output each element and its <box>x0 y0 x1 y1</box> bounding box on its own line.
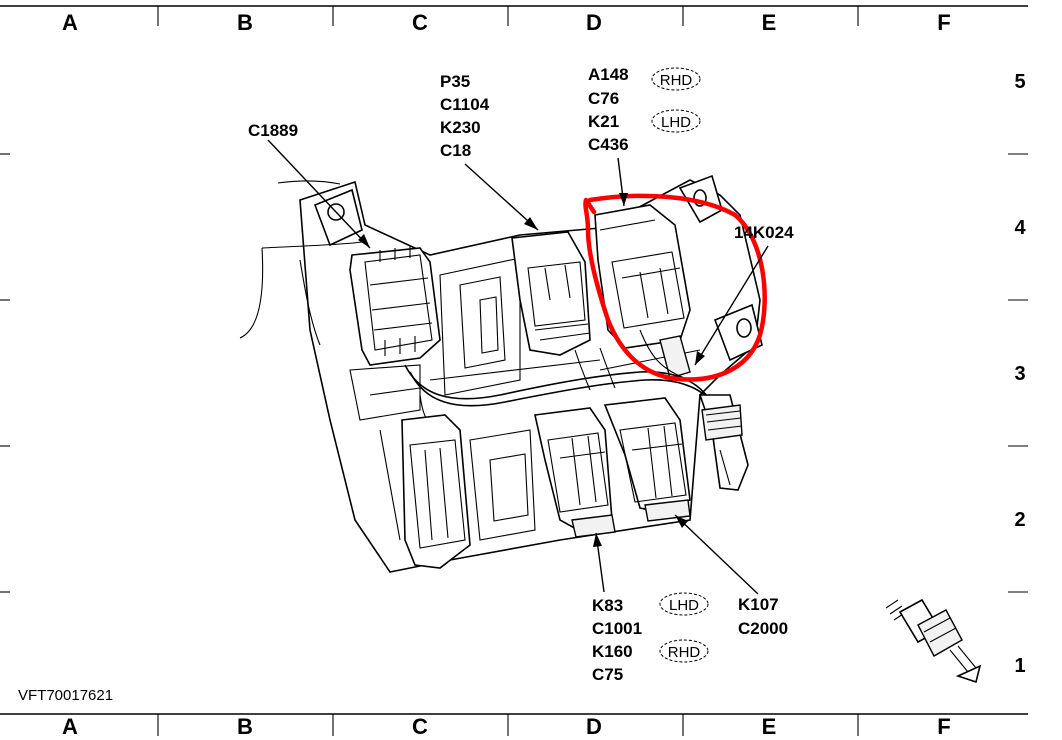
lhd-badge: LHD <box>669 597 699 614</box>
callout-k107-group: K107 C2000 <box>738 595 788 638</box>
callout-label: C436 <box>588 135 629 154</box>
grid-column-label: C <box>412 10 428 35</box>
lhd-badge: LHD <box>661 114 691 131</box>
grid-column-label: C <box>412 714 428 739</box>
relay-p35 <box>511 231 591 356</box>
grid-row-label: 4 <box>1014 217 1026 239</box>
connector-lower-left <box>401 414 471 569</box>
connector-symbol-icon <box>885 598 982 684</box>
highlight-circle <box>583 193 767 382</box>
grid-column-label: B <box>237 714 253 739</box>
callout-label: K21 <box>588 112 619 131</box>
grid-column-label: E <box>762 10 777 35</box>
callout-p35-group: P35 C1104 K230 C18 <box>440 72 490 160</box>
callout-label: P35 <box>440 72 470 91</box>
callout-k83-group: K83 C1001 K160 C75 LHD RHD <box>592 592 709 684</box>
grid-column-label: A <box>62 714 78 739</box>
rhd-badge-outline <box>659 639 709 663</box>
leader-lines <box>267 139 769 595</box>
callout-label: C1104 <box>440 95 490 114</box>
lhd-badge-outline <box>659 592 709 616</box>
grid-row-label: 1 <box>1014 655 1025 677</box>
callout-label: C2000 <box>738 619 788 638</box>
rhd-badge-outline <box>651 67 701 91</box>
grid-row-labels: 5 4 3 2 1 <box>1014 71 1026 677</box>
callout-label: K83 <box>592 596 623 615</box>
callout-c1889: C1889 <box>248 121 298 140</box>
callout-label: K107 <box>738 595 779 614</box>
external-wires <box>239 180 363 346</box>
connector-k107 <box>603 397 691 522</box>
callout-14k024: 14K024 <box>734 223 794 242</box>
grid-column-label: F <box>937 10 950 35</box>
grid-row-label: 3 <box>1014 363 1025 385</box>
callout-label: C18 <box>440 141 471 160</box>
callout-label: C1889 <box>248 121 298 140</box>
callout-label: A148 <box>588 65 629 84</box>
relay-a148 <box>594 204 691 349</box>
grid-column-label: D <box>586 714 602 739</box>
grid-row-label: 5 <box>1014 71 1025 93</box>
grid-column-label: A <box>62 10 78 35</box>
grid-column-label: D <box>586 10 602 35</box>
lhd-badge-outline <box>651 109 701 133</box>
callout-a148-group: A148 C76 K21 C436 RHD LHD <box>588 65 701 154</box>
callout-label: C76 <box>588 89 619 108</box>
callout-label: C1001 <box>592 619 642 638</box>
grid-column-labels-bottom: A B C D E F <box>62 714 951 739</box>
callout-label: K230 <box>440 118 481 137</box>
grid-column-label: B <box>237 10 253 35</box>
grid-frame <box>0 5 1028 736</box>
figure-id: VFT70017621 <box>18 687 113 704</box>
rhd-badge: RHD <box>660 72 693 89</box>
grid-row-label: 2 <box>1014 509 1025 531</box>
callout-label: K160 <box>592 642 633 661</box>
callout-label: C75 <box>592 665 623 684</box>
rhd-badge: RHD <box>668 644 701 661</box>
callout-label: 14K024 <box>734 223 794 242</box>
grid-column-label: F <box>937 714 950 739</box>
wire-loom-clip <box>698 394 749 491</box>
connector-c1889 <box>349 246 441 366</box>
grid-column-label: E <box>762 714 777 739</box>
grid-column-labels-top: A B C D E F <box>62 10 951 35</box>
connector-k83 <box>534 407 616 538</box>
